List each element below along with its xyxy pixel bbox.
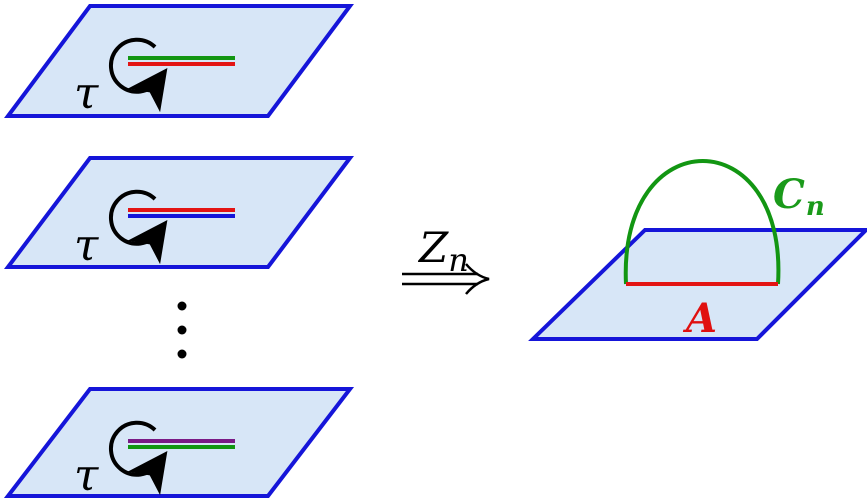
arrow-label-subscript: n [448, 241, 469, 279]
curve-cn [623, 159, 781, 285]
sheet-plane [4, 4, 354, 118]
monodromy-arrow-icon [109, 189, 168, 265]
result-plane-group: Cn A [528, 159, 867, 342]
replica-sheet-1: τ [4, 4, 354, 119]
zn-implies-arrow: Zn [402, 223, 490, 295]
double-arrow-head-icon [465, 263, 490, 295]
arrow-label: Zn [417, 223, 469, 279]
ellipsis-dot [177, 349, 187, 359]
curve-cn-subscript: n [806, 192, 825, 222]
tau-label: τ [74, 220, 99, 271]
ellipsis-dot [177, 325, 187, 335]
monodromy-arrow-icon [109, 37, 168, 113]
tau-label: τ [74, 450, 99, 499]
interval-a-label: A [682, 295, 717, 342]
tau-label: τ [74, 68, 99, 119]
replica-sheet-3: τ [3, 387, 355, 499]
sheet-plane [3, 156, 355, 269]
ellipsis [177, 301, 187, 359]
monodromy-arrow-icon [109, 420, 168, 496]
replica-sheet-2: τ [3, 156, 355, 271]
curve-cn-label: Cn [773, 171, 825, 222]
ellipsis-dot [177, 301, 187, 311]
